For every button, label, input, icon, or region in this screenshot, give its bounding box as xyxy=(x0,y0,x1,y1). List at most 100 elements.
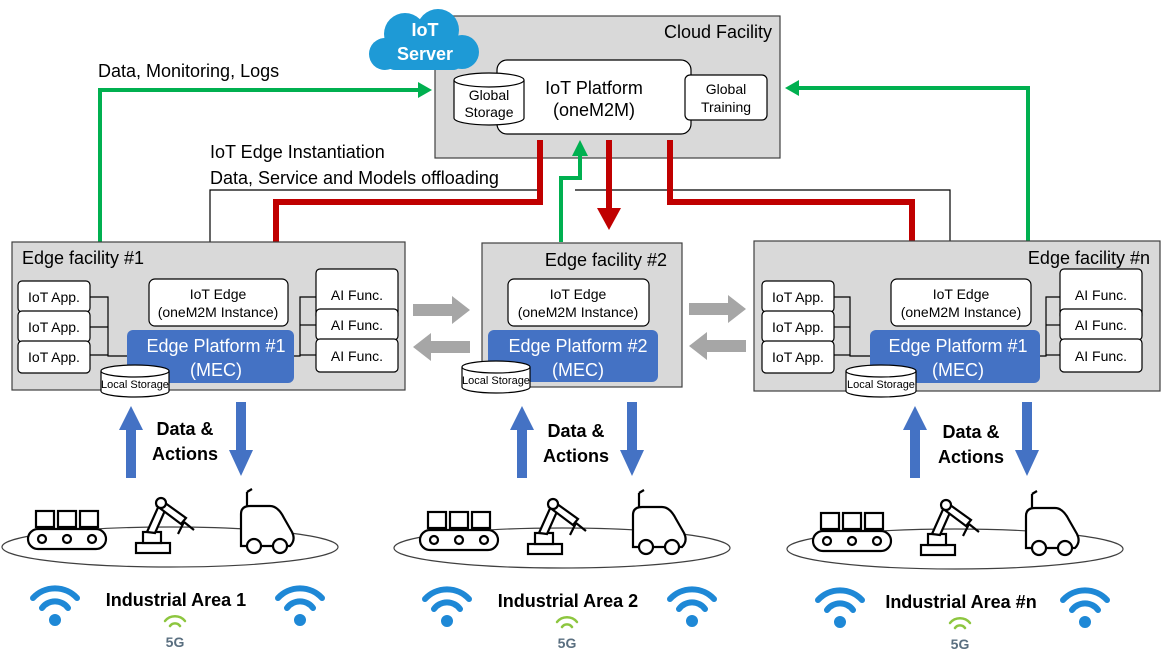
wifi-icon xyxy=(667,586,717,627)
edge-platform-label: Edge Platform #1 xyxy=(888,336,1027,356)
cloud-icon xyxy=(369,9,479,70)
edge-platform-label: Edge Platform #2 xyxy=(508,336,647,356)
area-ellipse xyxy=(786,528,1124,570)
iot-edge-label: IoT Edge xyxy=(933,286,990,302)
global-storage-sub: Storage xyxy=(464,104,513,120)
edge-facility-title: Edge facility #n xyxy=(1028,248,1150,268)
edge-facility-title: Edge facility #1 xyxy=(22,248,144,268)
green-arrows xyxy=(98,86,1030,242)
data-actions-label: Data & xyxy=(547,421,604,441)
data-actions-sub: Actions xyxy=(938,447,1004,467)
iot-platform-sub: (oneM2M) xyxy=(553,100,635,120)
industrial-area-2: Industrial Area 2 5G xyxy=(393,489,731,651)
ai-func-label: AI Func. xyxy=(1075,317,1127,333)
iot-app-box xyxy=(761,340,835,374)
global-storage-icon xyxy=(453,72,525,126)
edge-facility-2: Edge facility #2 IoT Edge (oneM2M Instan… xyxy=(461,242,683,394)
wifi-icon xyxy=(275,585,325,626)
5g-icon xyxy=(948,617,972,630)
5g-icon xyxy=(163,615,187,628)
edge-facility-title: Edge facility #2 xyxy=(545,250,667,270)
area-label: Industrial Area 2 xyxy=(498,591,638,611)
ai-func-label: AI Func. xyxy=(331,348,383,364)
iot-edge-sub: (oneM2M Instance) xyxy=(158,304,279,320)
green-arrow-heads xyxy=(418,80,799,156)
iot-app-label: IoT App. xyxy=(28,349,80,365)
ai-func-label: AI Func. xyxy=(1075,348,1127,364)
robot-arm-icon xyxy=(134,496,195,555)
agv-car-icon xyxy=(631,489,687,556)
wifi-icon xyxy=(422,586,472,627)
conveyor-icon xyxy=(811,511,893,553)
edge-platform-sub: (MEC) xyxy=(190,360,242,380)
ai-func-label: AI Func. xyxy=(1075,287,1127,303)
iot-app-label: IoT App. xyxy=(28,319,80,335)
red-arrows xyxy=(273,140,915,263)
iot-platform-label: IoT Platform xyxy=(545,78,643,98)
gray-arrows xyxy=(413,295,746,361)
data-actions-label: Data & xyxy=(942,422,999,442)
5g-label: 5G xyxy=(166,634,185,650)
local-storage-icon xyxy=(100,364,170,398)
app-connectors xyxy=(834,296,1060,357)
edge-platform-sub: (MEC) xyxy=(552,360,604,380)
ai-func-box xyxy=(315,338,399,373)
iot-server-sub: Server xyxy=(397,44,453,64)
robot-arm-icon xyxy=(919,498,980,557)
iot-server-label: IoT xyxy=(412,20,439,40)
label-instantiation: IoT Edge Instantiation xyxy=(210,142,385,162)
iot-edge-label: IoT Edge xyxy=(190,286,247,302)
5g-label: 5G xyxy=(951,636,970,652)
cloud-facility-title: Cloud Facility xyxy=(664,22,772,42)
wifi-icon xyxy=(30,585,80,626)
industrial-area-n: Industrial Area #n 5G xyxy=(786,490,1124,652)
iot-edge-sub: (oneM2M Instance) xyxy=(518,304,639,320)
edge-platform-label: Edge Platform #1 xyxy=(146,336,285,356)
local-storage-label: Local Storage xyxy=(847,379,915,391)
global-storage-label: Global xyxy=(469,87,509,103)
cloud-facility: Cloud Facility IoT Platform (oneM2M) Glo… xyxy=(369,9,781,159)
wifi-icon xyxy=(1060,587,1110,628)
global-training-box xyxy=(684,74,768,121)
conveyor-icon xyxy=(26,509,108,551)
iot-edge-sub: (oneM2M Instance) xyxy=(901,304,1022,320)
industrial-area-1: Industrial Area 1 5G xyxy=(1,488,339,650)
local-storage-icon xyxy=(845,364,917,398)
conveyor-icon xyxy=(418,510,500,552)
global-training-sub: Training xyxy=(701,99,751,115)
app-connectors xyxy=(90,296,316,357)
iot-app-label: IoT App. xyxy=(772,349,824,365)
local-storage-icon xyxy=(461,360,531,394)
data-actions-sub: Actions xyxy=(152,444,218,464)
area-ellipse xyxy=(393,527,731,569)
iot-app-label: IoT App. xyxy=(772,289,824,305)
edge-facility-1: Edge facility #1 IoT App. IoT App. IoT A… xyxy=(11,241,406,398)
iot-edge-box xyxy=(507,278,650,327)
5g-icon xyxy=(555,616,579,629)
blue-arrows xyxy=(119,402,1039,478)
ai-func-label: AI Func. xyxy=(331,317,383,333)
iot-edge-box xyxy=(148,278,289,327)
agv-car-icon xyxy=(239,488,295,555)
edge-facility-n: Edge facility #n IoT App. IoT App. IoT A… xyxy=(753,240,1161,398)
area-label: Industrial Area 1 xyxy=(106,590,246,610)
iot-app-box xyxy=(17,340,91,374)
iot-app-label: IoT App. xyxy=(28,289,80,305)
area-label: Industrial Area #n xyxy=(885,592,1036,612)
edge-platform-sub: (MEC) xyxy=(932,360,984,380)
data-actions-label: Data & xyxy=(156,419,213,439)
data-actions-sub: Actions xyxy=(543,446,609,466)
5g-label: 5G xyxy=(558,635,577,651)
wifi-icon xyxy=(815,587,865,628)
ai-func-label: AI Func. xyxy=(331,287,383,303)
agv-car-icon xyxy=(1024,490,1080,557)
robot-arm-icon xyxy=(526,497,587,556)
connector-lines xyxy=(209,189,951,242)
area-ellipse xyxy=(1,526,339,568)
label-data-monitoring: Data, Monitoring, Logs xyxy=(98,61,279,81)
local-storage-label: Local Storage xyxy=(101,379,169,391)
ai-func-box xyxy=(1059,338,1143,373)
local-storage-label: Local Storage xyxy=(462,375,530,387)
global-training-label: Global xyxy=(706,81,746,97)
